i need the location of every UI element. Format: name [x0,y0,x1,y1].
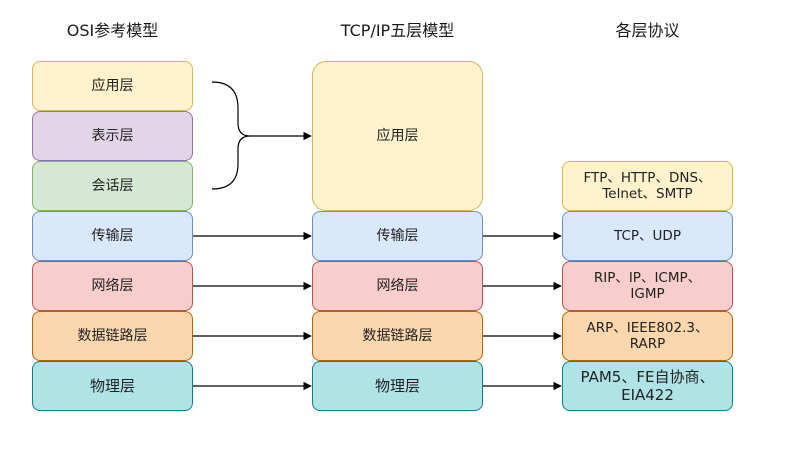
protocols-column-header: 各层协议 [615,21,680,40]
tcpip-physical-layer: 物理层 [312,361,483,411]
session-brace [211,81,251,190]
osi-transport-label: 传输层 [91,228,134,244]
protocols-physical-line2: EIA422 [621,386,674,404]
protocols-application: FTP、HTTP、DNS、Telnet、SMTP [562,161,733,211]
osi-application-label: 应用层 [91,78,134,94]
osi-physical-label: 物理层 [89,377,135,395]
osi-presentation-layer: 表示层 [32,111,193,161]
protocols-datalink-line1: ARP、IEEE802.3、 [586,320,709,336]
protocols-datalink: ARP、IEEE802.3、RARP [562,311,733,361]
osi-datalink-label: 数据链路层 [77,328,148,344]
tcpip-network-label: 网络层 [376,278,419,294]
osi-session-layer: 会话层 [32,161,193,211]
protocols-network-line2: IGMP [630,286,665,302]
osi-network-layer: 网络层 [32,261,193,311]
osi-physical-layer: 物理层 [32,361,193,411]
osi-network-label: 网络层 [91,278,134,294]
protocols-application-line1: FTP、HTTP、DNS、 [583,170,712,186]
tcpip-column-header: TCP/IP五层模型 [340,21,455,40]
protocols-application-line2: Telnet、SMTP [602,186,693,202]
tcpip-physical-label: 物理层 [374,377,420,395]
osi-datalink-layer: 数据链路层 [32,311,193,361]
protocols-datalink-line2: RARP [629,336,666,352]
osi-transport-layer: 传输层 [32,211,193,261]
protocols-transport: TCP、UDP [562,211,733,261]
osi-session-label: 会话层 [91,178,134,194]
osi-presentation-label: 表示层 [91,128,134,144]
protocols-network: RIP、IP、ICMP、IGMP [562,261,733,311]
protocols-network-line1: RIP、IP、ICMP、 [593,270,702,286]
osi-application-layer: 应用层 [32,61,193,111]
tcpip-transport-label: 传输层 [376,228,419,244]
tcpip-application-layer: 应用层 [312,61,483,211]
protocols-physical: PAM5、FE自协商、EIA422 [562,361,733,411]
tcpip-application-label: 应用层 [376,128,419,144]
tcpip-datalink-layer: 数据链路层 [312,311,483,361]
tcpip-datalink-label: 数据链路层 [362,328,433,344]
protocols-transport-line1: TCP、UDP [614,228,681,244]
protocols-physical-line1: PAM5、FE自协商、 [580,368,715,386]
tcpip-transport-layer: 传输层 [312,211,483,261]
tcpip-network-layer: 网络层 [312,261,483,311]
osi-column-header: OSI参考模型 [66,21,159,40]
